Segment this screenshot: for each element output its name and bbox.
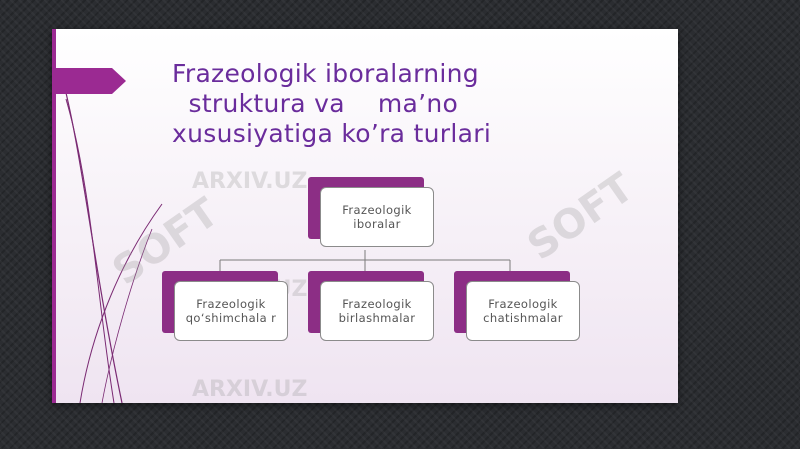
slide-left-bar [52,29,56,403]
child-node-chatishmalar: Frazeologik chatishmalar [454,271,582,343]
watermark-arxiv: ARXIV.UZ [192,377,308,402]
slide: ARXIV.UZ ARXIV.UZ ARXIV.UZ SOFT SOFT Fra… [52,29,678,403]
child-node-label: Frazeologik birlashmalar [320,281,434,341]
arrow-tab-icon [52,68,126,94]
child-node-label: Frazeologik qo‘shimchala r [174,281,288,341]
child-node-label: Frazeologik chatishmalar [466,281,580,341]
decorative-curves [59,68,163,403]
root-node: Frazeologik iboralar [308,177,436,249]
watermark-arxiv: ARXIV.UZ [192,169,308,194]
child-node-birlashmalar: Frazeologik birlashmalar [308,271,436,343]
slide-title: Frazeologik iboralarning struktura va ma… [172,59,492,148]
child-node-qoshimchalar: Frazeologik qo‘shimchala r [162,271,290,343]
root-node-label: Frazeologik iboralar [320,187,434,247]
